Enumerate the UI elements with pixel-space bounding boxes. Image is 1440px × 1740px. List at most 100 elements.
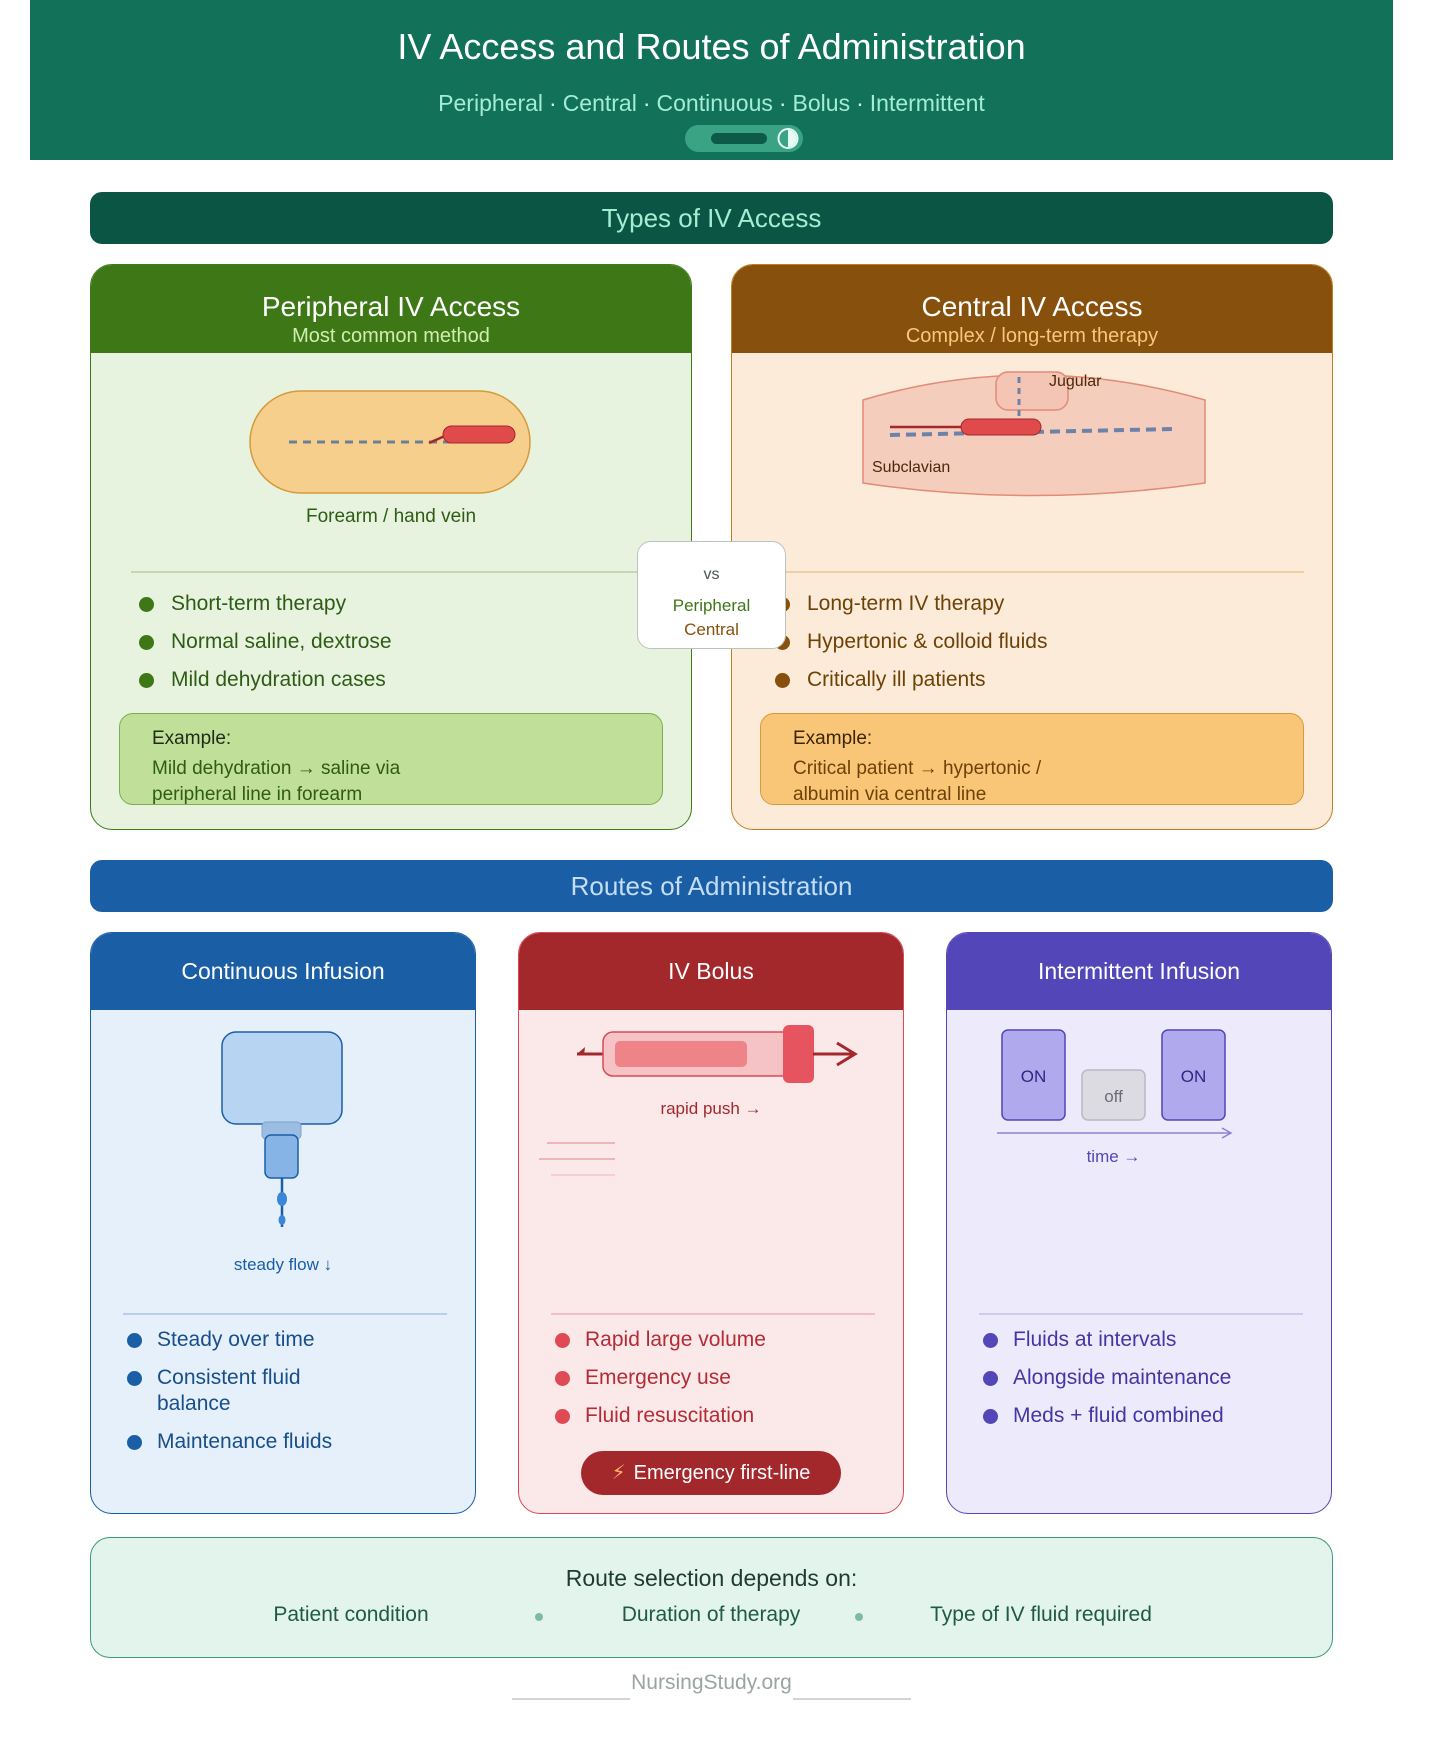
on-block-label: ON [1020, 1067, 1047, 1086]
card-divider [979, 1313, 1303, 1315]
peripheral-card-header: Peripheral IV Access Most common method [91, 265, 691, 353]
bullet-dot [983, 1409, 998, 1424]
peripheral-access-card: Peripheral IV Access Most common method … [90, 264, 692, 830]
off-block-label: off [1104, 1087, 1123, 1106]
bullet-dot [127, 1435, 142, 1450]
summary-separator-dot [855, 1613, 863, 1621]
drip-chamber [264, 1134, 299, 1179]
list-item: Normal saline, dextrose [139, 629, 392, 667]
peripheral-example: Example: Mild dehydration → saline via p… [119, 713, 663, 805]
vs-central-label: Central [684, 620, 739, 639]
brand-footer: NursingStudy.org [631, 1671, 792, 1694]
list-item: Fluids at intervals [983, 1327, 1231, 1365]
bullet-dot [983, 1371, 998, 1386]
section-title-types: Types of IV Access [90, 192, 1333, 244]
list-item: Critically ill patients [775, 667, 1047, 705]
on-block [1001, 1029, 1066, 1121]
comparison-badge: vs Peripheral Central [637, 541, 786, 649]
bullet-dot [127, 1371, 142, 1386]
central-bullet-list: Long-term IV therapy Hypertonic & colloi… [775, 591, 1047, 705]
card-divider [131, 571, 651, 573]
bullet-dot [139, 673, 154, 688]
card-divider [551, 1313, 875, 1315]
central-title: Central IV Access [921, 291, 1143, 322]
subtitle-separator: · [549, 90, 557, 116]
bolus-title: IV Bolus [519, 933, 903, 1010]
bullet-dot [775, 673, 790, 688]
list-item: Mild dehydration cases [139, 667, 392, 705]
example-text: Critical patient → hypertonic / albumin … [793, 758, 1042, 805]
bullet-dot [983, 1333, 998, 1348]
continuous-bullet-list: Steady over time Consistent fluid balanc… [127, 1327, 332, 1467]
drip-drop [278, 1215, 286, 1225]
brand-divider-left [512, 1698, 630, 1700]
intermittent-infusion-card: Intermittent Infusion ON off ON time → F… [946, 932, 1332, 1514]
subtitle-item-intermittent: Intermittent [869, 90, 985, 116]
vs-peripheral-label: Peripheral [672, 596, 751, 615]
summary-title: Route selection depends on: [565, 1565, 858, 1591]
catheter-icon [442, 425, 516, 444]
vs-label: vs [703, 566, 720, 583]
summary-factor-patient: Patient condition [273, 1603, 429, 1626]
push-arrow-head [836, 1041, 858, 1067]
drip-drop [277, 1192, 287, 1206]
list-item: Emergency use [555, 1365, 766, 1403]
central-example: Example: Critical patient → hypertonic /… [760, 713, 1304, 805]
neck-shape [995, 371, 1069, 411]
peripheral-bullet-list: Short-term therapy Normal saline, dextro… [139, 591, 392, 705]
list-item: Alongside maintenance [983, 1365, 1231, 1403]
subtitle-item-continuous: Continuous [656, 90, 773, 116]
label-jugular: Jugular [1049, 373, 1102, 390]
subtitle-separator: · [642, 90, 651, 116]
example-label: Example: [152, 728, 232, 749]
intermittent-timeline-diagram [997, 1029, 1233, 1139]
bullet-dot [555, 1371, 570, 1386]
card-divider [123, 1313, 447, 1315]
off-block [1081, 1069, 1146, 1121]
syringe-plunger [783, 1025, 814, 1083]
time-axis-arrow [1221, 1127, 1233, 1139]
continuous-caption: steady flow ↓ [233, 1255, 333, 1274]
list-item: Fluid resuscitation [555, 1403, 766, 1441]
central-subtitle: Complex / long-term therapy [905, 325, 1159, 347]
subtitle-separator: · [856, 90, 864, 116]
continuous-infusion-card: Continuous Infusion steady flow ↓ Steady… [90, 932, 476, 1514]
iv-catheter-pill-icon [685, 125, 803, 152]
catheter-icon [960, 418, 1042, 436]
continuous-title: Continuous Infusion [91, 933, 475, 1010]
brand-divider-right [793, 1698, 911, 1700]
lightning-icon: ⚡ [611, 1462, 626, 1484]
syringe-fluid [615, 1041, 747, 1067]
intermittent-title: Intermittent Infusion [947, 933, 1331, 1010]
example-label: Example: [793, 728, 873, 749]
needle-tip [577, 1047, 585, 1055]
label-subclavian: Subclavian [872, 459, 951, 476]
bolus-caption: rapid push → [660, 1099, 762, 1118]
iv-bolus-card: IV Bolus rapid push → Rapid large volume… [518, 932, 904, 1514]
emergency-badge: ⚡ Emergency first-line [581, 1451, 841, 1495]
list-item: Meds + fluid combined [983, 1403, 1231, 1441]
subtitle-item-peripheral: Peripheral [438, 90, 544, 116]
subtitle-item-central: Central [562, 90, 637, 116]
intermittent-bullet-list: Fluids at intervals Alongside maintenanc… [983, 1327, 1231, 1441]
central-access-card: Central IV Access Complex / long-term th… [731, 264, 1333, 830]
page-header: IV Access and Routes of Administration P… [30, 0, 1393, 160]
iv-bag-icon [221, 1031, 343, 1227]
list-item: Consistent fluid balance [127, 1365, 332, 1429]
summary-separator-dot [535, 1613, 543, 1621]
card-divider [760, 571, 1304, 573]
summary-factor-fluid-type: Type of IV fluid required [930, 1603, 1152, 1626]
bullet-dot [139, 597, 154, 612]
list-item: Hypertonic & colloid fluids [775, 629, 1047, 667]
emergency-badge-label: Emergency first-line [633, 1462, 811, 1484]
section-title-routes: Routes of Administration [90, 860, 1333, 912]
iv-bag [221, 1031, 343, 1125]
list-item: Rapid large volume [555, 1327, 766, 1365]
subtitle-item-bolus: Bolus [792, 90, 851, 116]
peripheral-title: Peripheral IV Access [261, 291, 521, 322]
syringe-icon [577, 1025, 858, 1083]
bullet-dot [555, 1409, 570, 1424]
summary-factor-duration: Duration of therapy [621, 1603, 801, 1626]
page-title: IV Access and Routes of Administration [397, 26, 1026, 67]
list-item: Steady over time [127, 1327, 332, 1365]
